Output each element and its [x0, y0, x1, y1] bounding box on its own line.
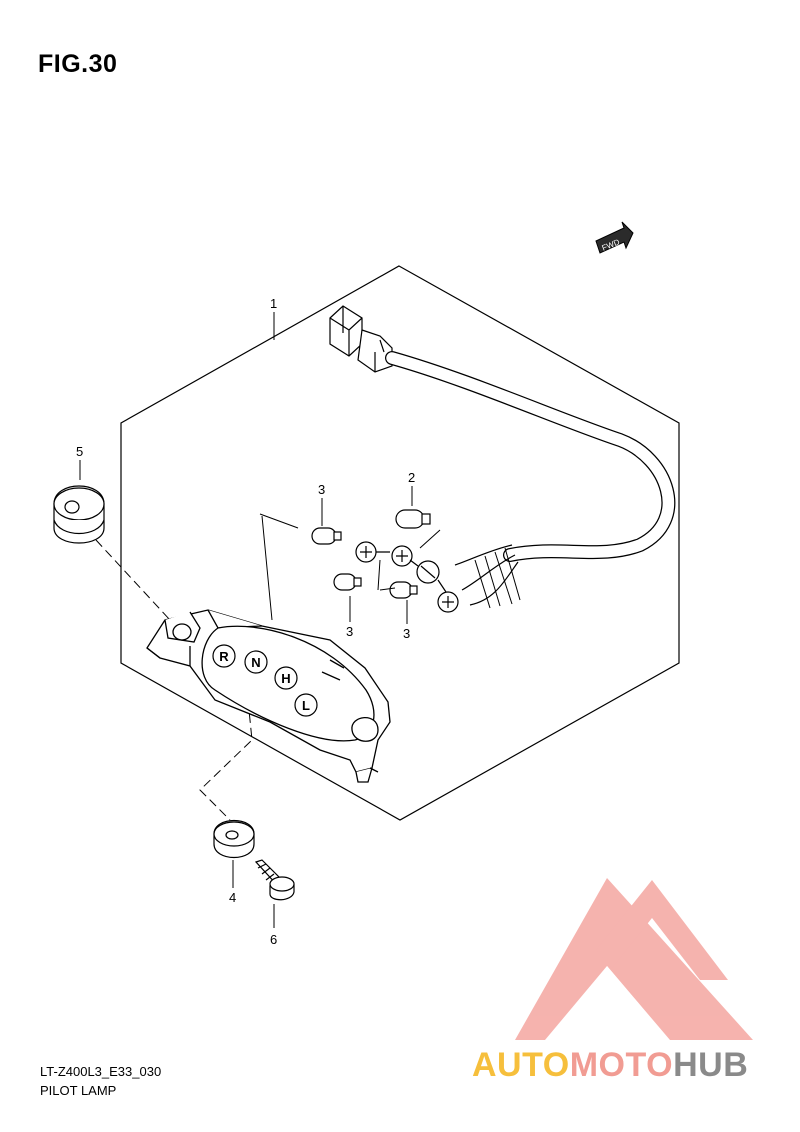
lens-n [244, 650, 268, 674]
indicator-lenses [212, 644, 318, 717]
screw-6 [254, 859, 295, 901]
callout-labels: 1 2 3 3 3 5 4 6 [76, 296, 415, 947]
model-code: LT-Z400L3_E33_030 [40, 1064, 162, 1079]
fwd-arrow-icon: FWD [595, 221, 634, 254]
callout-4: 4 [229, 890, 236, 905]
lens-l [294, 693, 318, 717]
watermark-brand: AUTOMOTOHUB [472, 1046, 748, 1085]
lens-r [212, 644, 236, 668]
indicator-letter-r: R [219, 649, 229, 664]
figure-title: FIG.30 [38, 50, 118, 78]
indicator-letter-n: N [251, 655, 260, 670]
indicator-letters: R N H L [219, 649, 310, 713]
pilot-lamp-housing [146, 609, 391, 783]
bulb-sockets [355, 541, 459, 613]
leader-lines [79, 312, 441, 928]
bulb-3-lower-right [389, 581, 418, 599]
harness-connector [329, 305, 393, 373]
indicator-letter-l: L [302, 698, 310, 713]
callout-5: 5 [76, 444, 83, 459]
assembly-outline [120, 265, 680, 821]
wire-harness [329, 305, 676, 609]
callout-2: 2 [408, 470, 415, 485]
brand-part-auto: AUTO [472, 1046, 570, 1084]
bulb-2 [395, 509, 431, 529]
indicator-letter-h: H [281, 671, 290, 686]
callout-3-lower-left: 3 [346, 624, 353, 639]
diagram-footer: LT-Z400L3_E33_030 PILOT LAMP [40, 1062, 161, 1100]
bulb-3-upper [311, 527, 342, 545]
callout-3-upper: 3 [318, 482, 325, 497]
brand-part-moto: MOTO [569, 1046, 674, 1084]
watermark-logo-icon [515, 878, 753, 1040]
bulb-3-lower-left [333, 573, 362, 591]
callout-1: 1 [270, 296, 277, 311]
grommet-5 [53, 485, 105, 544]
brand-part-hub: HUB [673, 1046, 749, 1084]
lens-h [274, 666, 298, 690]
callout-6: 6 [270, 932, 277, 947]
part-name: PILOT LAMP [40, 1083, 117, 1098]
callout-3-lower-right: 3 [403, 626, 410, 641]
washer-4 [213, 820, 255, 858]
